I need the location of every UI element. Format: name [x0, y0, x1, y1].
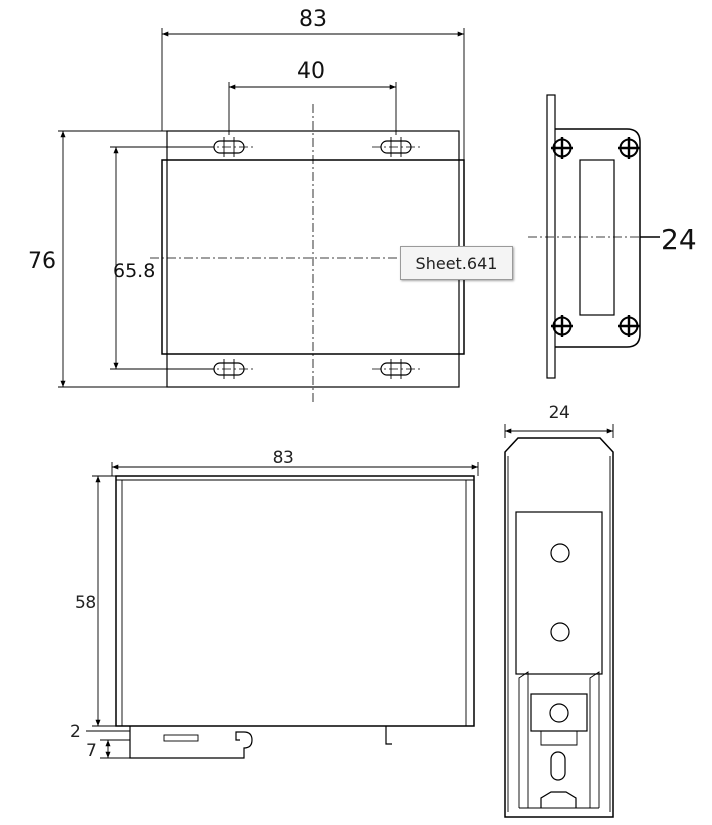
side-flange: [546, 94, 556, 379]
terminal-hole: [550, 543, 570, 563]
mounting-slot: [371, 136, 421, 158]
front-body: [115, 475, 475, 727]
dim-inner-height: 65.8: [113, 260, 155, 282]
clip-latch: [530, 693, 588, 732]
side-window: [579, 159, 615, 316]
end-view: 24: [504, 403, 614, 818]
end-panel: [515, 511, 603, 675]
terminal-hole: [550, 622, 570, 642]
front-view: 83 58 2 7: [70, 448, 479, 761]
din-clip: [129, 726, 253, 759]
dim-end-width: 24: [549, 403, 570, 423]
screw-icon: [616, 135, 642, 161]
dim-side-thickness: 24: [661, 223, 697, 256]
screw-icon: [549, 313, 575, 339]
dim-front-width: 83: [273, 448, 294, 468]
side-body: [555, 128, 641, 348]
dim-front-height: 58: [75, 593, 96, 613]
dim-top-height: 76: [28, 249, 56, 274]
shape-tooltip: Sheet.641: [400, 246, 513, 280]
top-view: 83 40 76 65.8: [28, 7, 465, 402]
side-view: 24: [528, 94, 697, 379]
dim-rail-height: 7: [86, 741, 96, 761]
dim-hole-spacing: 40: [297, 59, 325, 84]
dim-base-gap: 2: [70, 722, 80, 742]
dim-top-width: 83: [299, 7, 327, 32]
screw-icon: [616, 313, 642, 339]
mounting-slot: [371, 358, 421, 380]
end-body: [504, 437, 614, 818]
release-slot: [550, 751, 566, 781]
screw-icon: [549, 135, 575, 161]
